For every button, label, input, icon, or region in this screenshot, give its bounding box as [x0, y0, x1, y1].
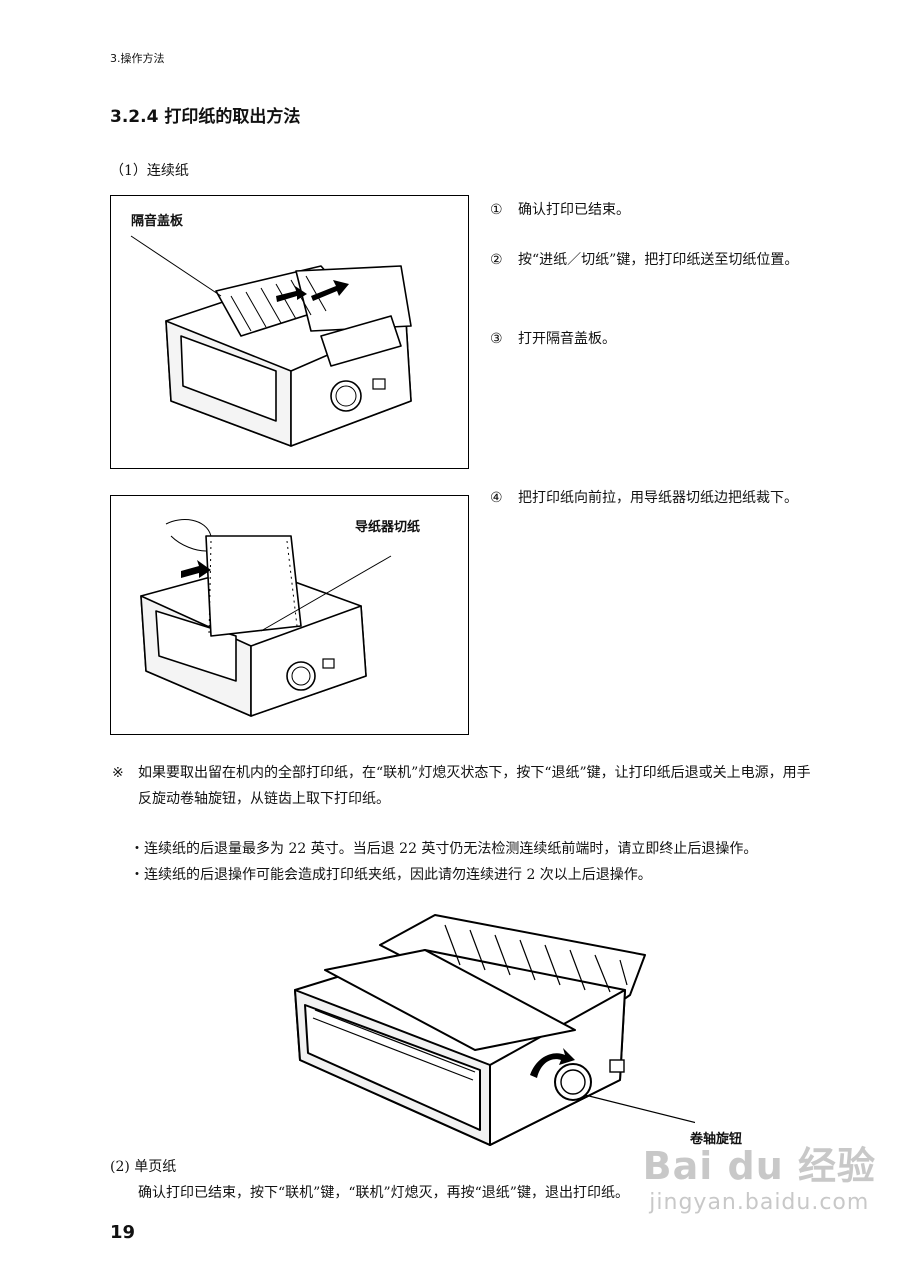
page-number: 19: [110, 1222, 136, 1243]
note-bullets: ・连续纸的后退量最多为 22 英寸。当后退 22 英寸仍无法检测连续纸前端时，请…: [130, 836, 757, 888]
tear-edge-label: 导纸器切纸: [355, 520, 421, 535]
note-bullet: ・连续纸的后退操作可能会造成打印纸夹纸，因此请勿连续进行 2 次以上后退操作。: [130, 867, 652, 883]
printer-illustration-2: [140, 519, 392, 717]
note-bullet: ・连续纸的后退量最多为 22 英寸。当后退 22 英寸仍无法检测连续纸前端时，请…: [130, 841, 758, 857]
baidu-watermark: Bai du 经验 jingyan.baidu.com: [642, 1144, 876, 1215]
figure-tear-paper: 导纸器切纸: [110, 495, 469, 735]
printer-illustration-3: [294, 914, 706, 1146]
figure-platen-knob: [275, 910, 706, 1160]
printer-illustration-1: [130, 235, 412, 447]
sound-cover-label: 隔音盖板: [131, 214, 184, 229]
subsection-single-title: (2) 单页纸: [110, 1159, 177, 1175]
note-mark: ※: [112, 765, 124, 781]
note-text: 如果要取出留在机内的全部打印纸，在“联机”灯熄灭状态下，按下“退纸”键，让打印纸…: [138, 765, 811, 807]
note-block: ※ 如果要取出留在机内的全部打印纸，在“联机”灯熄灭状态下，按下“退纸”键，让打…: [112, 760, 822, 812]
single-sheet-text: 确认打印已结束，按下“联机”键，“联机”灯熄灭，再按“退纸”键，退出打印纸。: [138, 1185, 629, 1201]
chapter-header: 3.操作方法: [110, 52, 165, 65]
figure-open-cover: 隔音盖板: [110, 195, 469, 469]
platen-knob-label: 卷轴旋钮: [690, 1132, 743, 1147]
subsection-continuous-title: （1）连续纸: [110, 163, 189, 179]
section-title: 3.2.4 打印纸的取出方法: [110, 107, 301, 127]
